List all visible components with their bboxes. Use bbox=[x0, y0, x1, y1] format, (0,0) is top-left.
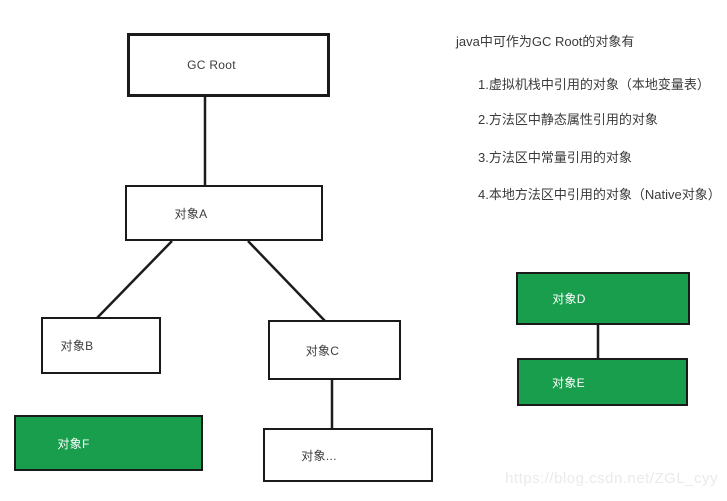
note-item-3: 3.方法区中常量引用的对象 bbox=[478, 150, 632, 165]
node-object-f-label: 对象F bbox=[57, 436, 90, 451]
node-object-a-label: 对象A bbox=[174, 206, 208, 221]
node-gc-root: GC Root bbox=[127, 33, 330, 97]
node-object-c: 对象C bbox=[268, 320, 401, 380]
node-object-b-label: 对象B bbox=[60, 339, 94, 353]
note-item-2: 2.方法区中静态属性引用的对象 bbox=[478, 112, 658, 127]
node-gc-root-label: GC Root bbox=[187, 58, 236, 72]
node-object-c-label: 对象C bbox=[305, 343, 340, 358]
node-object-ellipsis: 对象... bbox=[263, 428, 433, 482]
note-item-4: 4.本地方法区中引用的对象（Native对象） bbox=[478, 187, 721, 202]
node-object-e: 对象E bbox=[517, 358, 688, 406]
node-object-d: 对象D bbox=[516, 272, 690, 325]
node-object-ellipsis-label: 对象... bbox=[301, 448, 337, 463]
node-object-b: 对象B bbox=[41, 317, 161, 374]
notes-title: java中可作为GC Root的对象有 bbox=[456, 34, 635, 49]
node-object-f: 对象F bbox=[14, 415, 203, 471]
note-item-1: 1.虚拟机栈中引用的对象（本地变量表） bbox=[478, 77, 710, 92]
watermark: https://blog.csdn.net/ZGL_cyy bbox=[505, 470, 718, 487]
node-object-d-label: 对象D bbox=[552, 292, 586, 306]
node-object-e-label: 对象E bbox=[552, 375, 585, 390]
node-object-a: 对象A bbox=[125, 185, 323, 241]
